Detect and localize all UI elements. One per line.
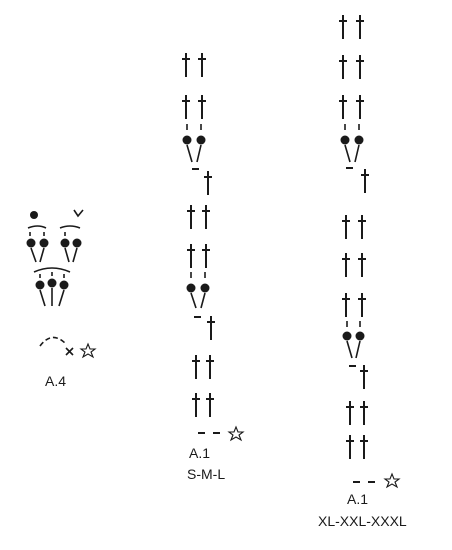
diagram-sizes-a1-sml: S-M-L [187, 466, 226, 482]
bobble-row [33, 267, 71, 307]
diagram-a1-xl [338, 14, 401, 489]
diagram-a4 [26, 209, 97, 359]
cluster-right [59, 225, 82, 263]
chain-arc-symbol [39, 336, 67, 347]
star-icon [383, 472, 401, 489]
diagram-title-a1-xl: A.1 [347, 491, 369, 507]
diagram-title-a4: A.4 [45, 373, 67, 389]
star-icon [227, 425, 245, 442]
diagram-sizes-a1-xl: XL-XXL-XXXL [318, 513, 407, 529]
v-stitch-symbol [73, 209, 84, 218]
cluster-left [26, 225, 49, 263]
dot-symbol [30, 211, 38, 219]
x-stitch-symbol [65, 347, 74, 356]
diagram-a1-sml [181, 52, 245, 442]
diagram-title-a1-sml: A.1 [189, 445, 211, 461]
star-icon [79, 342, 97, 359]
